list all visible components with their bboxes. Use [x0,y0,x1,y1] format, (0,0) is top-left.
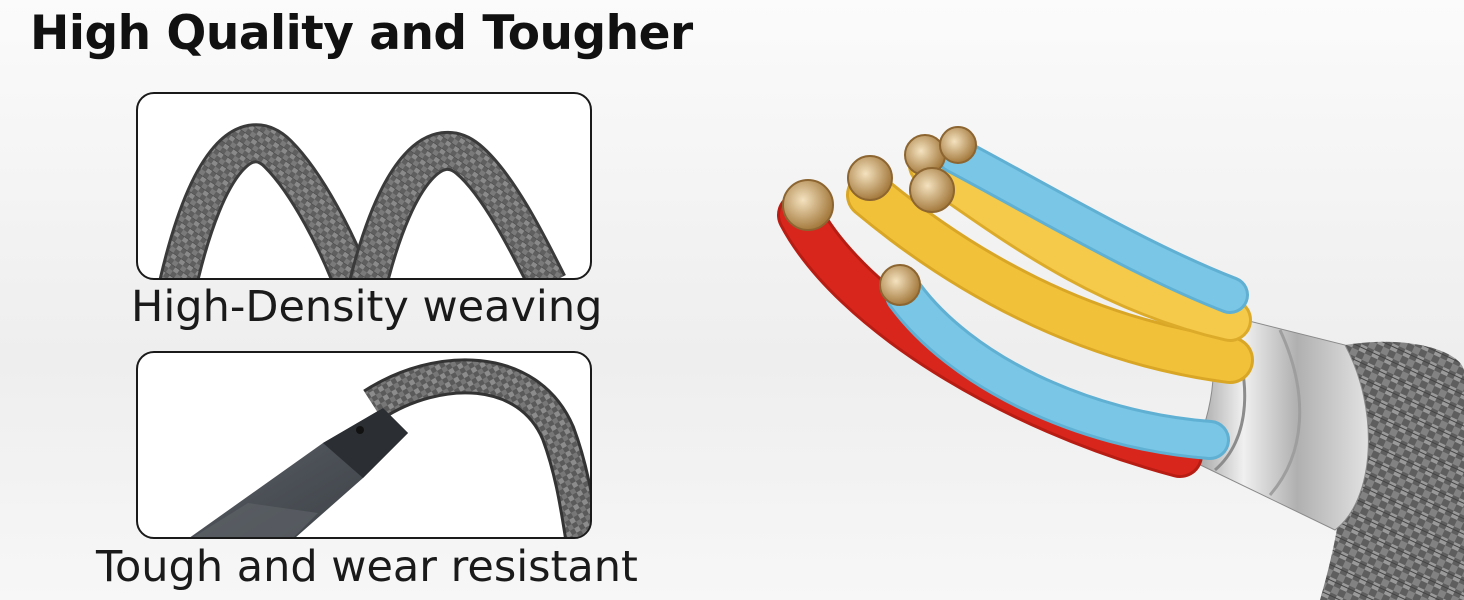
feature-image-braided-loops [136,92,592,280]
feature-caption-wear-resistant: Tough and wear resistant [96,542,638,592]
braided-cable-loops-image [158,123,566,278]
feature-caption-weaving: High-Density weaving [131,282,603,332]
headline: High Quality and Tougher [30,6,693,61]
cable-connector-bend-image [190,358,590,537]
feature-image-connector-bend [136,351,592,539]
cable-cross-section-image [777,126,1464,600]
